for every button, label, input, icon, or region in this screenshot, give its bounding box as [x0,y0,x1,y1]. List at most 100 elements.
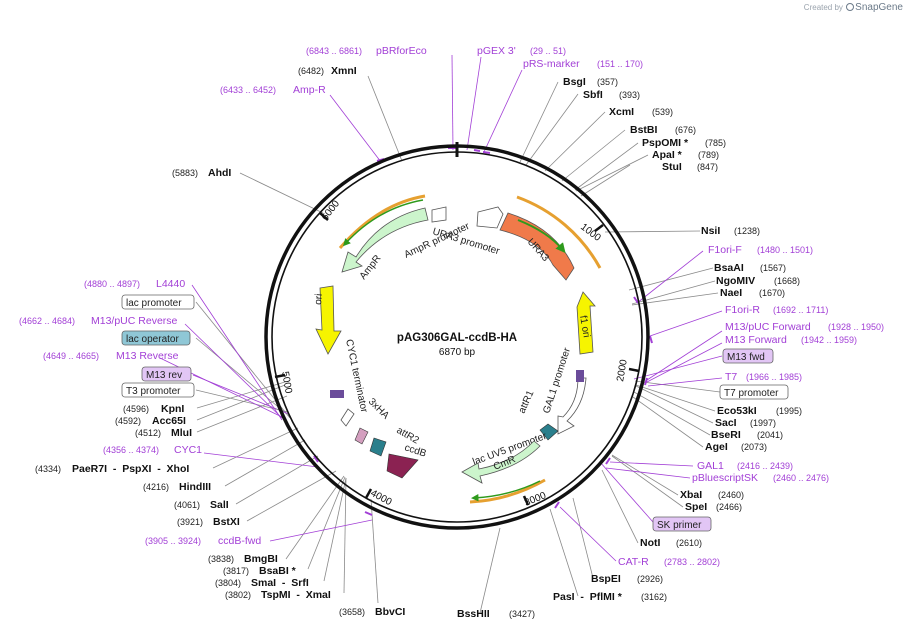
primer-pbrforeco-pos: (6843 .. 6861) [306,46,362,56]
enzyme-mlui: MluI [171,427,192,439]
primer-leader-lines [159,54,723,562]
primer-gal1-pos: (2416 .. 2439) [737,461,793,471]
primer-cat-r: CAT-R [618,556,649,568]
primer-f1ori-r: F1ori-R [725,304,760,316]
gal1-promoter-label: GAL1 promoter [541,346,573,415]
enzyme-bstbi: BstBI [630,124,658,136]
boxed-labels: M13 fwd T7 promoter SK primer lac promot… [121,294,789,532]
primer-gal1: GAL1 [697,460,724,472]
enzyme-stui: StuI [662,161,682,173]
box-t3-promoter: T3 promoter [126,386,181,397]
enzyme-apai: ApaI * [652,149,683,161]
plasmid-name: pAG306GAL-ccdB-HA [397,332,517,344]
primer-f1ori-r-pos: (1692 .. 1711) [773,305,828,315]
primer-m13puc-reverse: M13/pUC Reverse [91,315,178,327]
enzyme-naei: NaeI [720,287,742,299]
3xha-marker [354,427,369,445]
enzyme-pspomi-pos: (785) [705,138,726,148]
enzyme-pasi-pflmi: PasI - PflMI * [553,591,623,603]
coordinate-ticks [274,212,640,506]
enzyme-bstxi: BstXI [213,516,240,528]
primer-t7-pos: (1966 .. 1985) [746,372,802,382]
brand-name: SnapGene [855,2,903,13]
primer-f1ori-f: F1ori-F [708,244,742,256]
enzyme-bstxi-pos: (3921) [177,517,203,527]
enzyme-sbfi-pos: (393) [619,90,640,100]
enzyme-eco53ki: Eco53kI [717,405,757,417]
plasmid-backbone [264,142,650,530]
primer-amp-r-pos: (6433 .. 6452) [220,85,276,95]
enzyme-tspmi-xmai-pos: (3802) [225,590,251,600]
enzyme-bstbi-pos: (676) [675,125,696,135]
enzyme-bseri-pos: (2041) [757,430,783,440]
enzyme-bseri: BseRI [711,429,741,441]
box-lac-promoter: lac promoter [126,298,182,309]
enzyme-bmgbi: BmgBI [244,553,278,565]
enzyme-tspmi-xmai: TspMI - XmaI [261,589,331,601]
primer-m13puc-forward-pos: (1928 .. 1950) [828,322,884,332]
attr1-label: attR1 [517,389,537,416]
primer-pbluescriptsk-pos: (2460 .. 2476) [773,473,829,483]
snapgene-logo-icon [846,3,855,11]
enzyme-noti-pos: (2610) [676,538,702,548]
enzyme-noti: NotI [640,537,660,549]
enzyme-smai-srfi-pos: (3804) [215,578,241,588]
primer-labels: (6843 .. 6861)pBRforEco pGEX 3'(29 .. 51… [19,45,884,568]
primer-ccdb-fwd: ccdB-fwd [218,535,261,547]
attr2-marker [369,437,387,457]
enzyme-labels-left: (6482)XmnI (5883)AhdI (4596)KpnI (4592)A… [35,65,405,618]
cyc1-terminator-label: CYC1 terminator [343,338,369,414]
enzyme-bsshii: BssHII [457,608,490,620]
primer-ccdb-fwd-pos: (3905 .. 3924) [145,536,201,546]
primer-m13puc-reverse-pos: (4662 .. 4684) [19,316,75,326]
ura3-outline [516,195,602,269]
enzyme-acc65i: Acc65I [152,415,186,427]
primer-m13-reverse-pos: (4649 .. 4665) [43,351,99,361]
enzyme-spei: SpeI [685,501,707,513]
ura3-orf-arrow [517,219,566,254]
primer-m13-forward: M13 Forward [725,334,787,346]
primer-f1ori-f-pos: (1480 .. 1501) [757,245,813,255]
enzyme-saci: SacI [715,417,737,429]
enzyme-spei-pos: (2466) [716,502,742,512]
box-m13-fwd: M13 fwd [727,352,765,363]
ori-arrow [315,285,342,355]
enzyme-xbai: XbaI [680,489,702,501]
box-lac-operator: lac operator [126,334,179,345]
tick-5000: 5000 [279,371,294,395]
gal1-promoter-arrow [557,377,587,435]
enzyme-bspei-pos: (2926) [637,574,663,584]
enzyme-xmni-pos: (6482) [298,66,324,76]
cyc1-terminator-marker [340,408,355,427]
plasmid-size: 6870 bp [439,347,476,358]
enzyme-hindiii: HindIII [179,481,211,493]
primer-l4440: L4440 [156,278,185,290]
enzyme-sbfi: SbfI [583,89,603,101]
enzyme-bsaai-pos: (1567) [760,263,786,273]
primer-m13-forward-pos: (1942 .. 1959) [801,335,857,345]
enzyme-paer7i-pos: (4334) [35,464,61,474]
enzyme-kpni: KpnI [161,403,184,415]
cmr-arrow [461,440,541,484]
enzyme-mlui-pos: (4512) [135,428,161,438]
enzyme-naei-pos: (1670) [759,288,785,298]
ampr-label: AmpR [358,253,384,282]
primer-pbrforeco: pBRforEco [376,45,427,57]
enzyme-smai-srfi: SmaI - SrfI [251,577,309,589]
enzyme-xcmi: XcmI [609,106,634,118]
enzyme-labels-right: BsgI(357) SbfI(393) XcmI(539) BstBI(676)… [457,76,802,620]
enzyme-bsgi-pos: (357) [597,77,618,87]
f1-ori-label: f1 ori [577,315,592,339]
enzyme-bsabi-pos: (3817) [223,566,249,576]
primer-pgex3: pGEX 3' [477,45,516,57]
ampr-orf-arrow [342,199,424,247]
ura3-promoter-arrow [476,206,504,229]
enzyme-nsii-pos: (1238) [734,226,760,236]
enzyme-kpni-pos: (4596) [123,404,149,414]
ampr-promoter-arrow [431,206,447,223]
enzyme-hindiii-pos: (4216) [143,482,169,492]
enzyme-agei-pos: (2073) [741,442,767,452]
enzyme-bspei: BspEI [591,573,621,585]
enzyme-paer7i-pspxi-xhoi: PaeR7I - PspXI - XhoI [72,463,189,475]
